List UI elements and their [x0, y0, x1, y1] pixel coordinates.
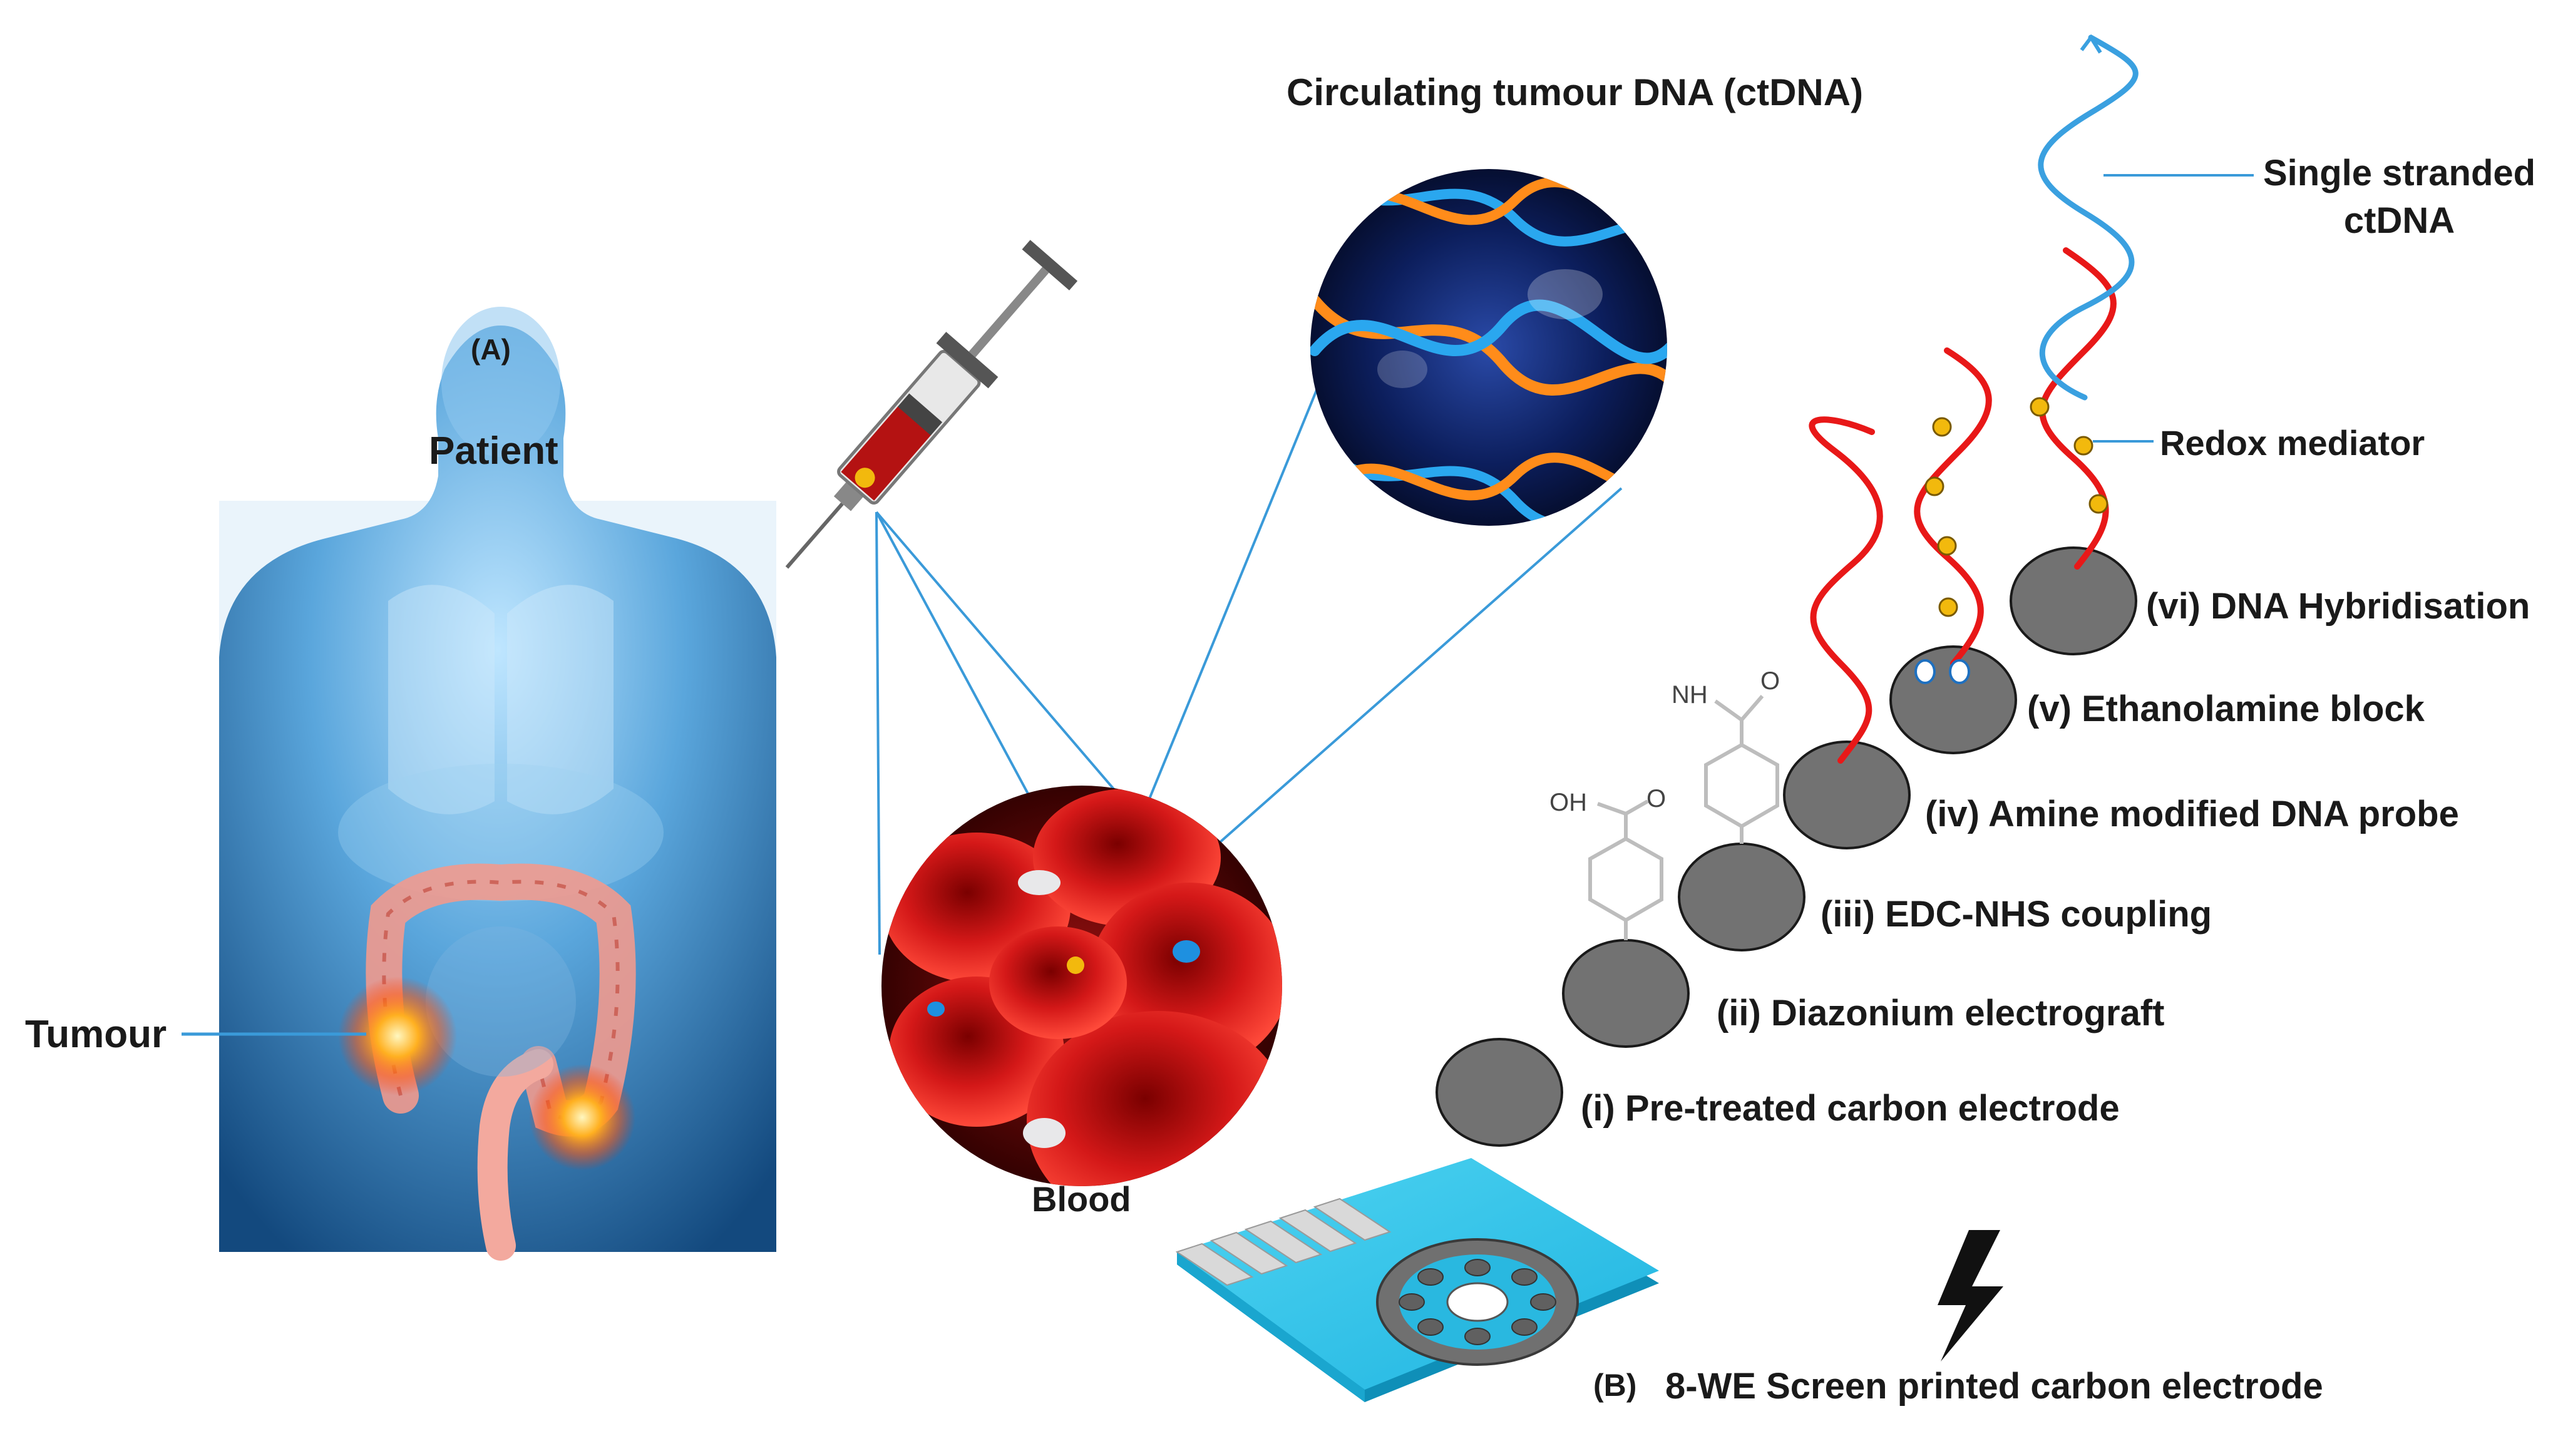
amide-nh-label: NH [1672, 681, 1708, 709]
electrode-disk-1 [1436, 1038, 1563, 1147]
step-label-1: (i) Pre-treated carbon electrode [1581, 1088, 2120, 1129]
electrode-disks [1436, 546, 2137, 1147]
acid-o-label: O [1646, 785, 1667, 813]
step-label-5: (v) Ethanolamine block [2027, 689, 2425, 729]
single-stranded-label: Single stranded ctDNA [2263, 155, 2535, 239]
amide-o-label: O [1760, 667, 1780, 695]
lightning-icon [1938, 1230, 2003, 1361]
blood-label: Blood [1032, 1179, 1131, 1219]
step-label-6: (vi) DNA Hybridisation [2146, 586, 2530, 627]
blood-circle [881, 786, 1282, 1186]
tumour-label: Tumour [25, 1013, 167, 1056]
electrode-disk-4 [1783, 741, 1911, 849]
step-label-3: (iii) EDC-NHS coupling [1821, 894, 2212, 935]
single-stranded-label-line1: Single stranded [2263, 153, 2536, 193]
ethanolamine-blocks [1914, 659, 1970, 684]
electrode-title: 8-WE Screen printed carbon electrode [1665, 1366, 2323, 1407]
ctdna-circle [1310, 169, 1667, 526]
single-stranded-ctdna [2038, 34, 2139, 401]
electrode-disk-6 [2010, 546, 2137, 655]
panel-a-label: (A) [471, 333, 511, 366]
patient-label: Patient [429, 429, 558, 473]
screen-printed-electrode [1175, 1158, 1659, 1402]
patient-body [219, 307, 776, 1261]
redox-mediator-label: Redox mediator [2160, 423, 2425, 463]
step-label-2: (ii) Diazonium electrograft [1717, 993, 2165, 1033]
step-label-4: (iv) Amine modified DNA probe [1925, 794, 2459, 834]
probe-strand-4 [1809, 416, 1883, 764]
carboxylic-acid-structure [1588, 799, 1663, 940]
ctdna-title: Circulating tumour DNA (ctDNA) [1287, 71, 1864, 113]
electrode-disk-3 [1678, 843, 1805, 951]
redox-mediator-dots [1924, 397, 2108, 617]
syringe-icon [785, 240, 1078, 569]
single-stranded-label-line2: ctDNA [2343, 200, 2455, 241]
probe-strand-5 [1914, 347, 1992, 667]
acid-oh-label: OH [1549, 789, 1587, 816]
panel-b-label: (B) [1593, 1368, 1637, 1403]
amide-structure [1704, 695, 1779, 844]
electrode-disk-2 [1562, 939, 1690, 1048]
